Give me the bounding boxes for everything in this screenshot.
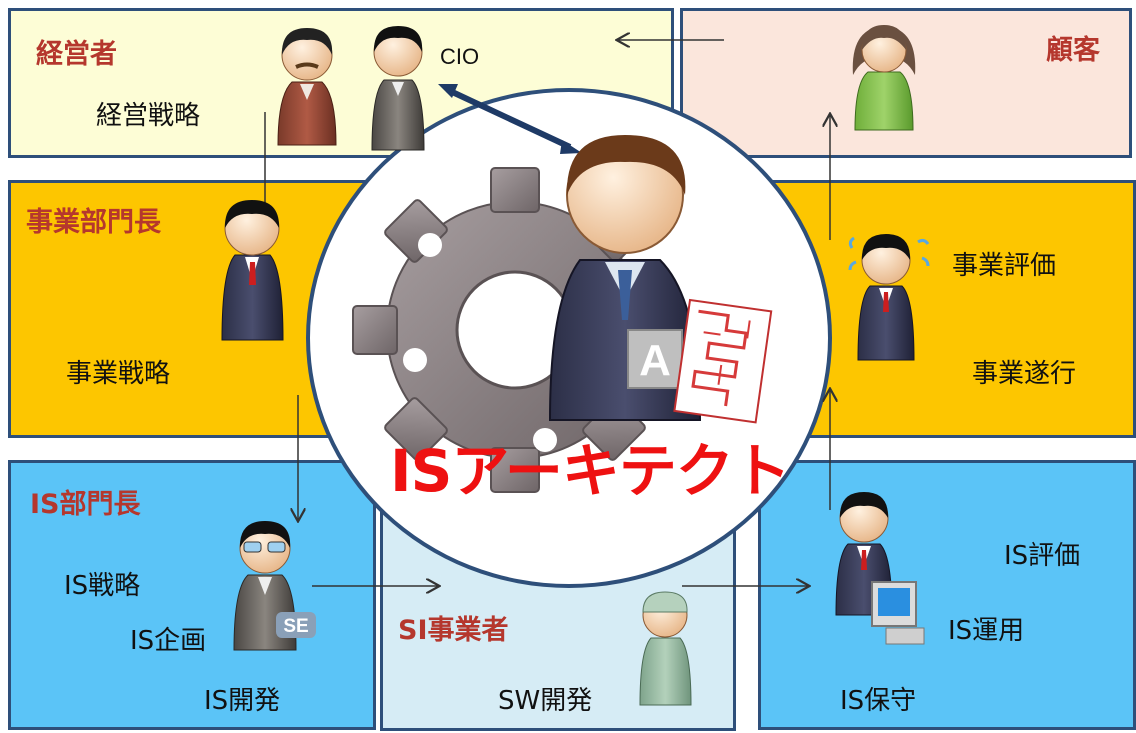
label-sw-development: SW開発 <box>498 686 593 716</box>
architect-person-icon: A <box>548 135 702 421</box>
label-cio: CIO <box>440 44 480 69</box>
se-badge-label: SE <box>283 616 308 637</box>
blueprint-icon <box>673 298 773 424</box>
worried-person-icon <box>848 234 930 361</box>
cio-link-arrow <box>438 84 582 154</box>
is-head-se-person-icon: SE <box>233 521 316 651</box>
role-executive: 経営者 <box>36 39 117 70</box>
zone-is-operations <box>758 460 1136 730</box>
role-business-head: 事業部門長 <box>26 207 161 238</box>
label-business-evaluation: 事業評価 <box>952 251 1057 281</box>
label-is-evaluation: IS評価 <box>1004 541 1081 571</box>
label-business-strategy: 事業戦略 <box>66 359 171 389</box>
label-business-execution: 事業遂行 <box>972 359 1077 389</box>
label-is-development: IS開発 <box>204 686 281 716</box>
cio-person-icon <box>371 26 425 151</box>
zone-is-department <box>8 460 376 730</box>
zone-executive <box>8 8 674 158</box>
label-is-maintenance: IS保守 <box>840 686 917 716</box>
label-is-planning: IS企画 <box>130 626 207 656</box>
architect-badge-letter: A <box>639 336 671 385</box>
label-corporate-strategy: 経営戦略 <box>96 101 201 131</box>
business-head-person-icon <box>221 200 284 341</box>
flow-arrows <box>264 40 830 586</box>
role-customer: 顧客 <box>1046 35 1100 66</box>
label-is-operation: IS運用 <box>948 616 1025 646</box>
operator-computer-person-icon <box>835 492 925 645</box>
label-is-strategy: IS戦略 <box>64 571 141 601</box>
si-worker-person-icon <box>639 591 692 706</box>
customer-person-icon <box>852 25 916 131</box>
role-si-vendor: SI事業者 <box>398 615 509 646</box>
role-is-department-head: IS部門長 <box>30 489 141 520</box>
executive-person-icon <box>277 28 337 146</box>
is-architect-title: ISアーキテクト <box>390 437 791 505</box>
